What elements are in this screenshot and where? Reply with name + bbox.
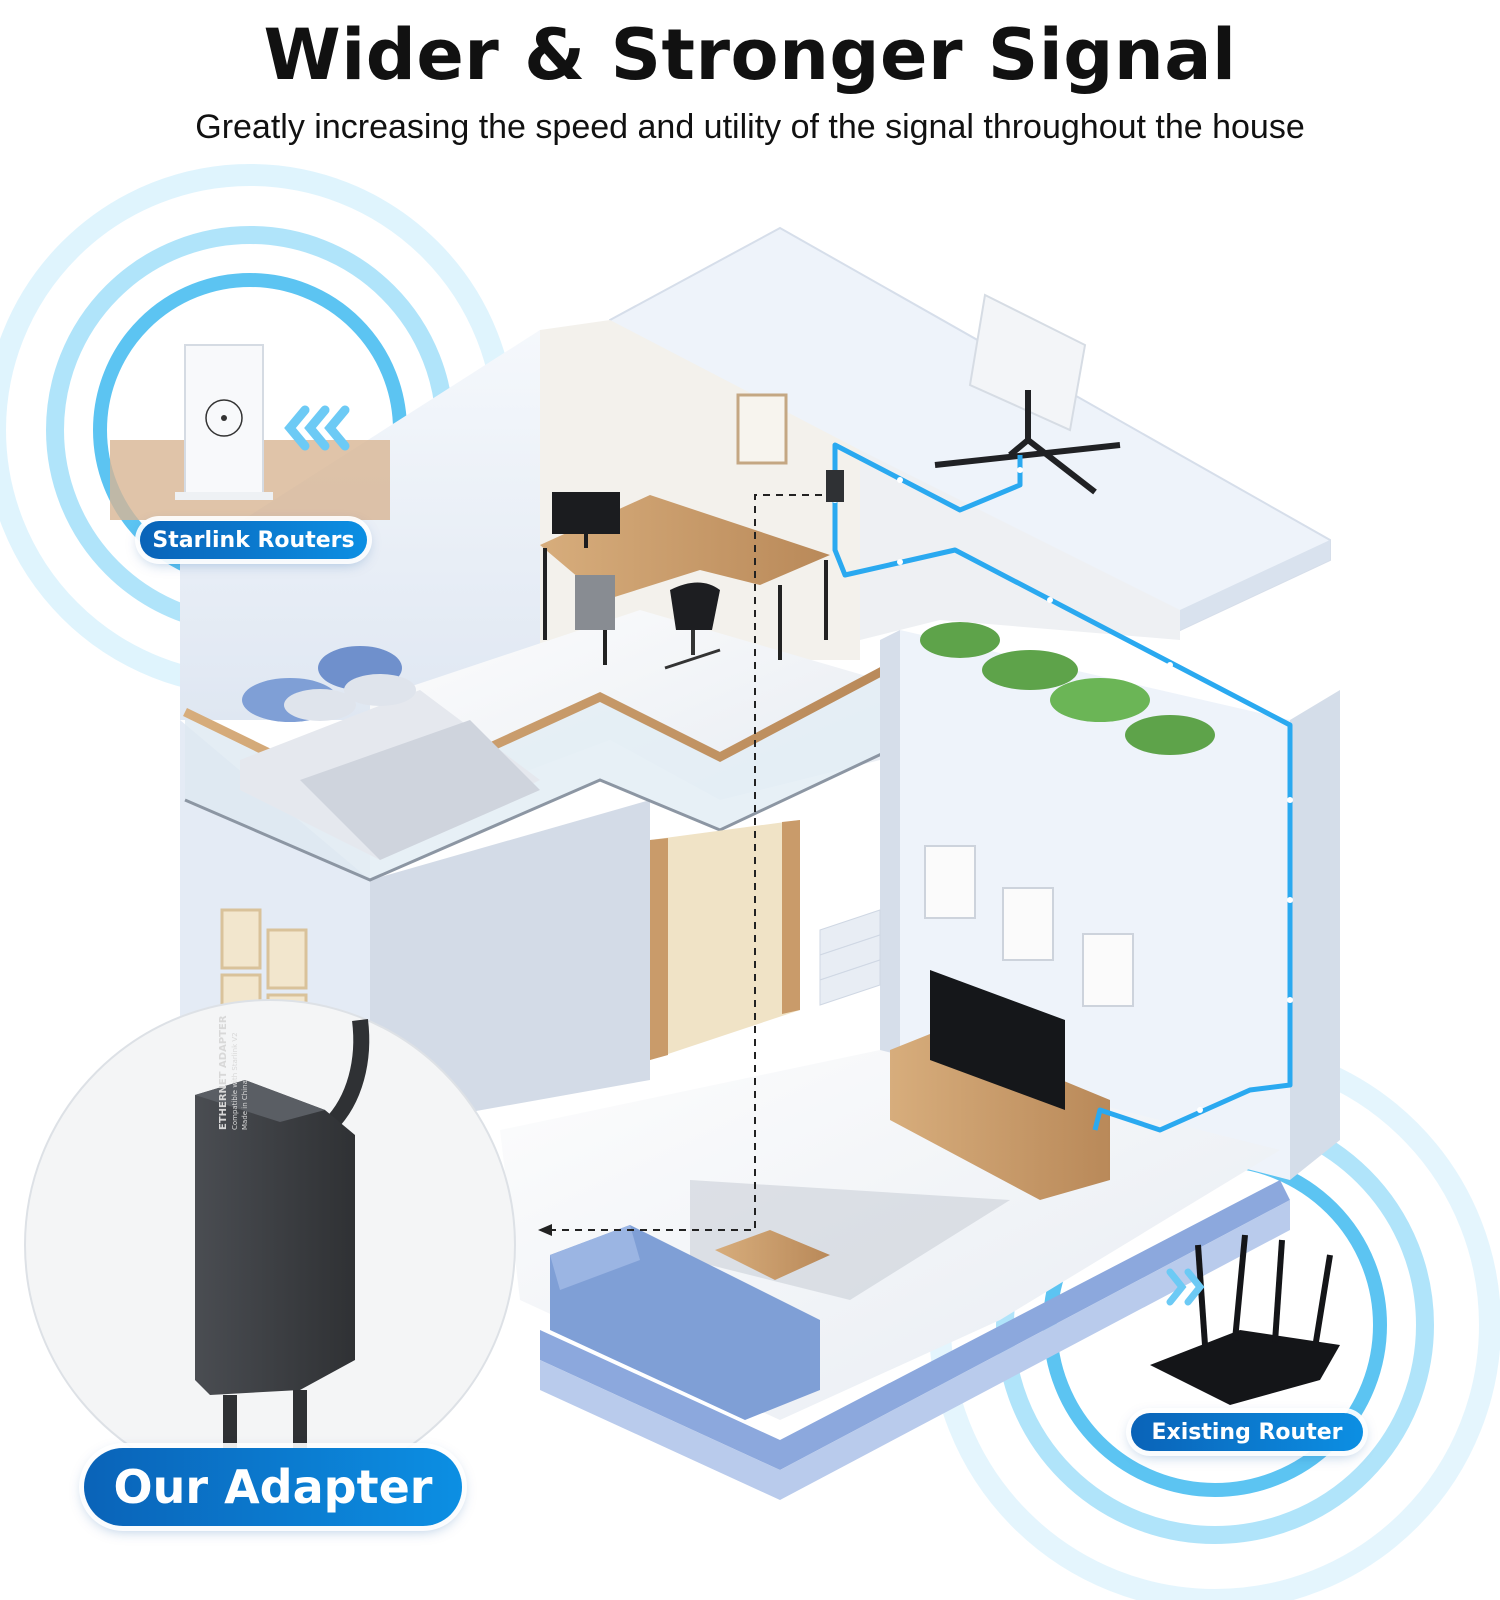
adapter-print-line3: Made in China — [241, 1080, 249, 1130]
signal-arrow-icon — [832, 442, 1293, 1133]
dashed-arrowhead — [538, 1224, 552, 1236]
adapter-print-line2: Compatible with Starlink V2 — [231, 1032, 239, 1130]
planter — [920, 622, 1215, 755]
starlink-router-inset — [110, 344, 390, 520]
starlink-routers-label: Starlink Routers — [140, 521, 367, 559]
adapter-printed-text: ETHERNET ADAPTER Compatible with Starlin… — [218, 1015, 249, 1130]
chevron-double-left-icon — [284, 405, 350, 451]
router-icon — [1150, 1234, 1340, 1405]
wall-picture-upper — [736, 393, 788, 465]
bed — [240, 646, 540, 860]
adapter-inset — [24, 999, 516, 1491]
adapter-dashed-line — [545, 494, 835, 1231]
existing-router-label: Existing Router — [1131, 1413, 1363, 1451]
tv-stand — [890, 970, 1110, 1200]
adapter-print-line1: ETHERNET ADAPTER — [218, 1015, 229, 1130]
page-subtitle: Greatly increasing the speed and utility… — [195, 108, 1305, 146]
living-area — [550, 1180, 1010, 1420]
page-title: Wider & Stronger Signal — [263, 14, 1237, 96]
our-adapter-label: Our Adapter — [84, 1448, 462, 1526]
wall-pictures — [924, 845, 1134, 1007]
office-desk — [540, 492, 830, 670]
adapter-mini — [826, 470, 844, 502]
chevron-double-right-icon — [1166, 1268, 1205, 1306]
satellite-dish-icon — [934, 293, 1121, 495]
signal-arrowheads — [832, 467, 1293, 1113]
